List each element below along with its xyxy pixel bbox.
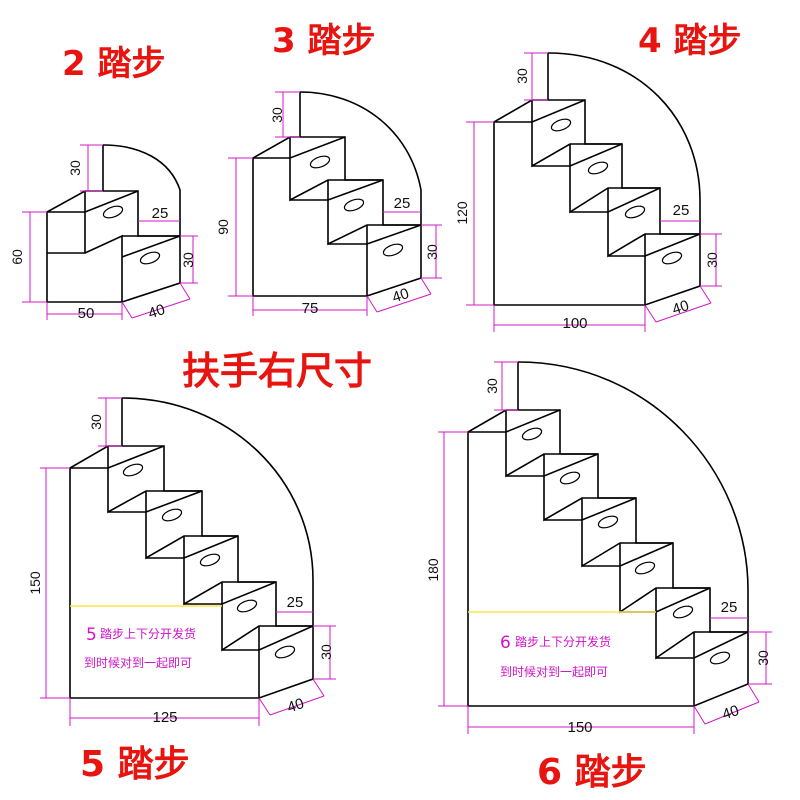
stair6-riser-label: 30	[755, 650, 771, 666]
stair5-riser-label: 30	[318, 644, 334, 660]
title-5-steps: 5 踏步	[80, 744, 190, 785]
stair6-width-label: 150	[567, 719, 592, 736]
stair3-depth-label: 40	[390, 285, 411, 306]
stair4-riser-label: 30	[704, 252, 720, 268]
stair5-note-line2: 到时候对到一起即可	[84, 656, 192, 670]
stair4-tread-label: 25	[673, 202, 690, 219]
stair4-handrail-label: 30	[514, 68, 530, 84]
stair5-note-number: 5	[86, 625, 97, 645]
stair2-tread-label: 25	[152, 205, 169, 222]
stair3-height-label: 90	[215, 219, 231, 235]
title-4-steps: 4 踏步	[638, 21, 742, 61]
stair5-height-label: 150	[27, 571, 43, 595]
stair-5	[40, 397, 336, 726]
stair5-tread-label: 25	[287, 594, 304, 611]
stair3-handrail-label: 30	[269, 107, 285, 123]
stair6-depth-label: 40	[720, 702, 741, 723]
stair5-handrail-label: 30	[88, 414, 104, 430]
title-6-steps: 6 踏步	[537, 752, 647, 793]
stair4-depth-label: 40	[670, 297, 691, 318]
stair6-note-line1: 踏步上下分开发货	[515, 634, 611, 649]
stair4-width-label: 100	[562, 315, 587, 332]
stair3-riser-label: 30	[424, 244, 440, 260]
stair2-height-label: 60	[9, 249, 25, 265]
stair2-riser-label: 30	[180, 252, 196, 268]
stair-4	[466, 52, 722, 332]
title-handrail-right: 扶手右尺寸	[182, 349, 372, 393]
stair-2	[22, 144, 198, 320]
stair4-height-label: 120	[454, 201, 470, 225]
stair2-handrail-label: 30	[67, 160, 83, 176]
stair2-width-label: 50	[78, 305, 95, 322]
stair-6	[438, 361, 772, 734]
stair6-height-label: 180	[425, 558, 441, 582]
stair-3	[228, 91, 442, 316]
stair2-depth-label: 40	[146, 301, 167, 322]
stair6-tread-label: 25	[721, 599, 738, 616]
stair6-note-number: 6	[500, 633, 511, 653]
title-2-steps: 2 踏步	[62, 44, 166, 84]
title-3-steps: 3 踏步	[272, 21, 376, 61]
stair6-handrail-label: 30	[484, 378, 500, 394]
stair3-tread-label: 25	[394, 195, 411, 212]
stair5-width-label: 125	[152, 709, 177, 726]
stair6-note-line2: 到时候对到一起即可	[500, 665, 608, 679]
stair5-depth-label: 40	[285, 695, 306, 716]
stair5-note-line1: 踏步上下分开发货	[100, 626, 196, 641]
stair3-width-label: 75	[302, 300, 319, 317]
